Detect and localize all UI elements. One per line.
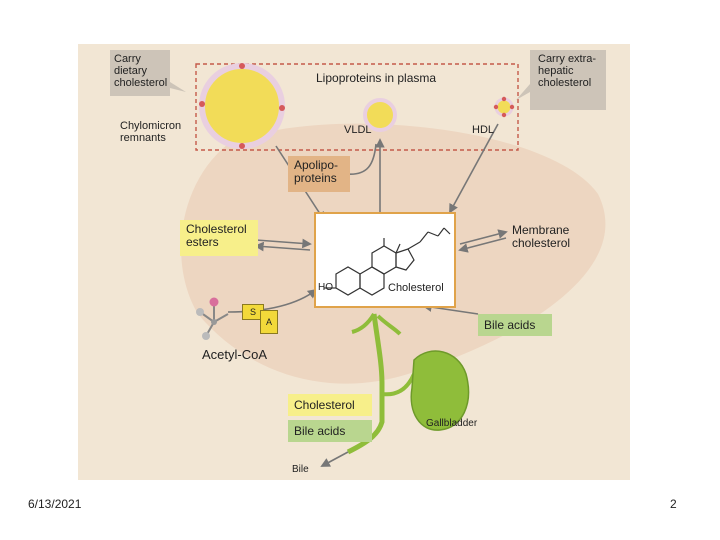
callout-extrahepatic [516,50,606,110]
gallbladder-shape [410,350,470,431]
label-cholesterol-center: Cholesterol [388,282,444,294]
label-chylomicron-remnants: Chylomicron remnants [120,120,182,144]
label-hdl: HDL [472,124,495,136]
cholesterol-box-bottom: Cholesterol [288,394,372,416]
label-membrane-cholesterol: Membrane cholesterol [512,223,571,250]
figure-panel: Carry dietary cholesterol Lipoproteins i… [78,44,630,480]
label-gallbladder: Gallbladder [426,418,478,429]
cholesterol-structure-icon [324,227,451,296]
bile-duct [346,313,385,455]
label-acetyl-coa: Acetyl-CoA [202,347,268,362]
footer-page-number: 2 [670,497,677,511]
footer-date: 6/13/2021 [28,497,82,511]
a-block: A [260,310,278,334]
vldl-particle [363,98,397,132]
label-carry-dietary: Carry dietary cholesterol [114,53,168,89]
cholesterol-structure-box [314,212,456,308]
acetyl-coa-molecule [196,297,229,340]
bile-acids-box-bottom: Bile acids [288,420,372,442]
apolipoproteins-box: Apolipo-proteins [288,156,350,192]
bile-acids-box-right: Bile acids [478,314,552,336]
label-carry-extrahepatic: Carry extra-hepatic cholesterol [538,53,597,89]
hdl-particle [494,97,514,117]
cholesterol-esters-box: Cholesterol esters [180,220,258,256]
label-lipoproteins-in-plasma: Lipoproteins in plasma [316,71,437,85]
label-bile: Bile [292,464,309,475]
chylomicron-particle [199,63,285,149]
plasma-region [195,63,519,151]
label-ho: HO [318,282,333,293]
label-vldl: VLDL [344,124,372,136]
callout-dietary [110,50,186,96]
